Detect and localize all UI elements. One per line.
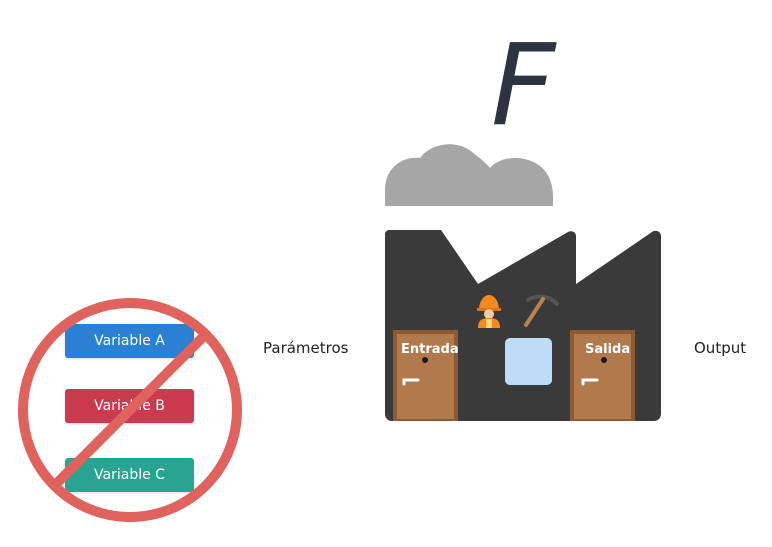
- output-label: Output: [694, 339, 747, 357]
- pickaxe-icon: [524, 294, 559, 327]
- exit-door: [570, 330, 635, 421]
- inputs-label: Parámetros: [263, 339, 349, 357]
- cloud-icon: [385, 144, 553, 206]
- worker-icon: [477, 295, 501, 328]
- entrance-door: [393, 330, 458, 421]
- exit-label: Salida: [585, 342, 631, 357]
- variable-b-button: Variable B: [65, 389, 194, 423]
- variable-c-button: Variable C: [65, 458, 194, 492]
- variable-a-button: Variable A: [65, 324, 194, 358]
- function-symbol: F: [491, 21, 556, 151]
- factory-window: [505, 338, 552, 385]
- entrance-label: Entrada: [401, 342, 459, 357]
